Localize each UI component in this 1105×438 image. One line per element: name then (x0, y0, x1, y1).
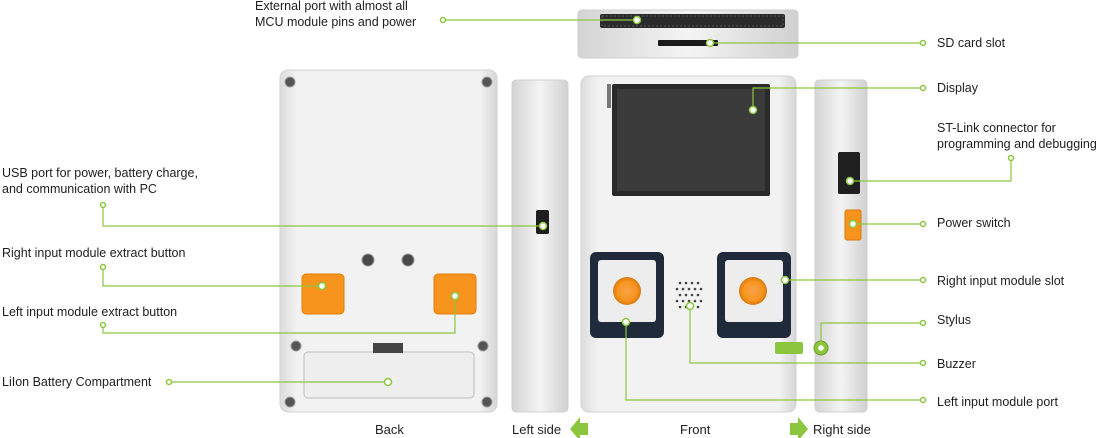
callout-lines (102, 19, 1012, 401)
battery-compartment (303, 351, 475, 399)
callout-right-extract (102, 267, 322, 287)
left-side-view (511, 79, 569, 413)
label-right-extract: Right input module extract button (2, 246, 186, 260)
external-port-connector (600, 14, 785, 28)
label-left-port: Left input module port (937, 395, 1058, 409)
arrow-left-icon (570, 417, 588, 438)
label-sd-card: SD card slot (937, 36, 1006, 50)
screw-icon (477, 340, 489, 352)
top-view (577, 9, 799, 59)
joystick-knob[interactable] (613, 277, 641, 305)
back-view (279, 69, 498, 413)
right-extract-button[interactable] (301, 273, 345, 315)
label-left-extract: Left input module extract button (2, 305, 178, 319)
label-external-port: External port with almost all MCU module… (255, 0, 417, 29)
back-view-body (279, 69, 498, 413)
callout-stylus (820, 322, 923, 348)
label-battery: LiIon Battery Compartment (2, 375, 152, 389)
callout-left-port (625, 322, 923, 401)
label-power-switch: Power switch (937, 216, 1011, 230)
callout-display (752, 87, 923, 110)
callout-stlink (850, 158, 1012, 182)
label-right-slot: Right input module slot (937, 274, 1065, 288)
screw-icon (481, 396, 493, 408)
screw-icon (284, 76, 296, 88)
callout-left-extract (102, 296, 456, 334)
view-label-right-side: Right side (813, 422, 871, 437)
label-stlink: ST-Link connector for programming and de… (937, 121, 1097, 151)
label-display: Display (937, 81, 978, 95)
screw-icon (401, 253, 415, 267)
right-side-view (775, 79, 868, 413)
sd-card-slot (658, 40, 718, 46)
battery-latch (373, 343, 403, 353)
right-side-body (814, 79, 868, 413)
screw-icon (290, 340, 302, 352)
joystick-knob[interactable] (739, 277, 767, 305)
buzzer-grille (675, 281, 703, 309)
label-buzzer: Buzzer (937, 357, 976, 371)
label-usb: USB port for power, battery charge, and … (2, 166, 198, 196)
view-label-left-side: Left side (512, 422, 562, 437)
front-view (580, 75, 797, 413)
callout-dots (99, 15, 1015, 404)
view-label-back: Back (375, 422, 404, 437)
callout-buzzer (689, 306, 923, 364)
label-stylus: Stylus (937, 313, 972, 327)
screw-icon (361, 253, 375, 267)
screw-icon (284, 396, 296, 408)
callout-usb (102, 205, 543, 227)
view-label-front: Front (680, 422, 711, 437)
arrow-right-icon (790, 417, 808, 438)
screw-icon (481, 76, 493, 88)
stylus (775, 342, 803, 354)
left-side-body (511, 79, 569, 413)
stlink-connector (838, 152, 860, 194)
